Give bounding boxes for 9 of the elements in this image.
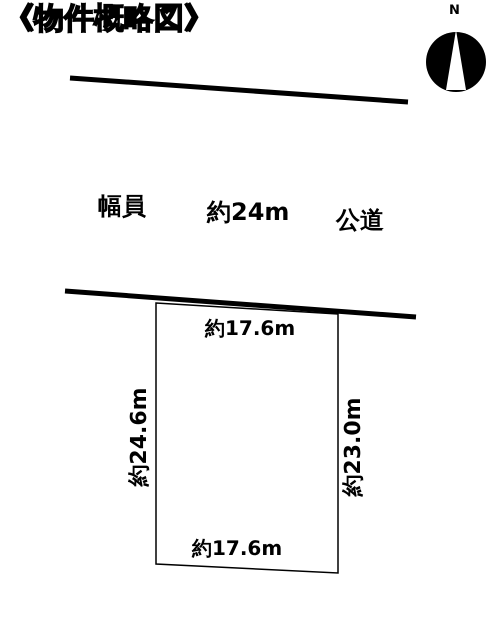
dimension-label: 約23.0m xyxy=(343,397,365,497)
dimension-label: 約24m xyxy=(207,200,290,224)
dimension-label: 約24.6m xyxy=(129,387,151,487)
road-type-label: 公道 xyxy=(336,208,384,232)
dimension-label: 約17.6m xyxy=(192,538,282,558)
north-label: N xyxy=(449,4,460,17)
road-width-label: 幅員 xyxy=(98,194,146,218)
title: 《物件概略図》 xyxy=(4,4,214,34)
dimension-label: 約17.6m xyxy=(205,318,296,338)
